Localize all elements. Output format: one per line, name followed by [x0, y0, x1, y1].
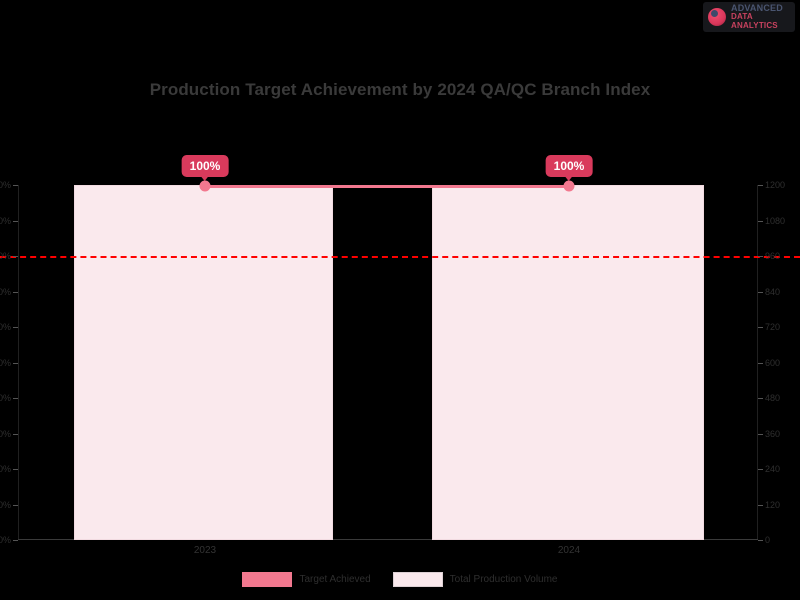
y-right-tick-6: 480	[765, 393, 781, 403]
brand-logo: ADVANCED DATA ANALYTICS	[703, 2, 795, 32]
bar-2023[interactable]	[74, 185, 333, 540]
chart-legend: Target Achieved Total Production Volume	[0, 572, 800, 587]
target-series-line	[205, 185, 569, 188]
y-left-tick-9: 10%	[0, 499, 11, 510]
y-right-tick-7: 360	[765, 428, 781, 439]
x-axis-line	[18, 539, 758, 540]
logo-line-1: ADVANCED	[731, 2, 783, 13]
y-left-tick-2: 80%	[0, 251, 11, 261]
y-right-tick-8: 240	[765, 464, 781, 474]
y-right-tick-10: 0	[765, 535, 771, 545]
threshold-line	[0, 256, 800, 258]
y-left-tick-5: 50%	[0, 357, 11, 368]
legend-item-total-production-volume[interactable]: Total Production Volume	[392, 572, 558, 587]
chart-title: Production Target Achievement by 2024 QA…	[149, 80, 651, 99]
value-label-2024: 100%	[545, 155, 593, 177]
legend-swatch-icon-0	[242, 572, 293, 587]
y-left-tick-7: 30%	[0, 428, 11, 439]
y-left-tick-10: 0%	[0, 535, 11, 545]
y-left-tick-4: 60%	[0, 322, 11, 332]
y-axis-right-line	[757, 185, 758, 540]
data-point-2024[interactable]	[563, 180, 575, 192]
x-axis-label-2023: 2023	[193, 545, 217, 556]
y-left-tick-0: 100%	[0, 180, 11, 190]
y-right-tick-9: 120	[765, 499, 781, 510]
circle-logo-icon	[707, 7, 727, 27]
y-right-tick-2: 960	[765, 251, 781, 261]
y-right-tick-3: 840	[765, 286, 781, 297]
bar-2024[interactable]	[432, 185, 704, 540]
y-left-tick-1: 90%	[0, 215, 11, 226]
y-right-tick-4: 720	[765, 322, 781, 332]
logo-line-2: DATA ANALYTICS	[731, 12, 778, 30]
y-left-tick-8: 20%	[0, 464, 11, 474]
y-axis-left-line	[18, 185, 19, 540]
legend-label-1: Total Production Volume	[449, 574, 558, 585]
legend-item-target-achieved[interactable]: Target Achieved	[242, 572, 371, 587]
y-right-tick-1: 1080	[765, 215, 786, 226]
legend-swatch-icon-1	[392, 572, 443, 587]
y-left-tick-3: 70%	[0, 286, 11, 297]
y-right-tick-0: 1200	[765, 180, 786, 190]
plot-area: 100% 100% 100% 90% 80% 70% 60% 50% 40% 3…	[0, 155, 800, 545]
x-axis-label-2024: 2024	[557, 545, 581, 556]
legend-label-0: Target Achieved	[299, 574, 371, 585]
y-left-tick-6: 40%	[0, 393, 11, 403]
data-point-2023[interactable]	[199, 180, 211, 192]
value-label-2023: 100%	[181, 155, 229, 177]
y-right-tick-5: 600	[765, 357, 781, 368]
